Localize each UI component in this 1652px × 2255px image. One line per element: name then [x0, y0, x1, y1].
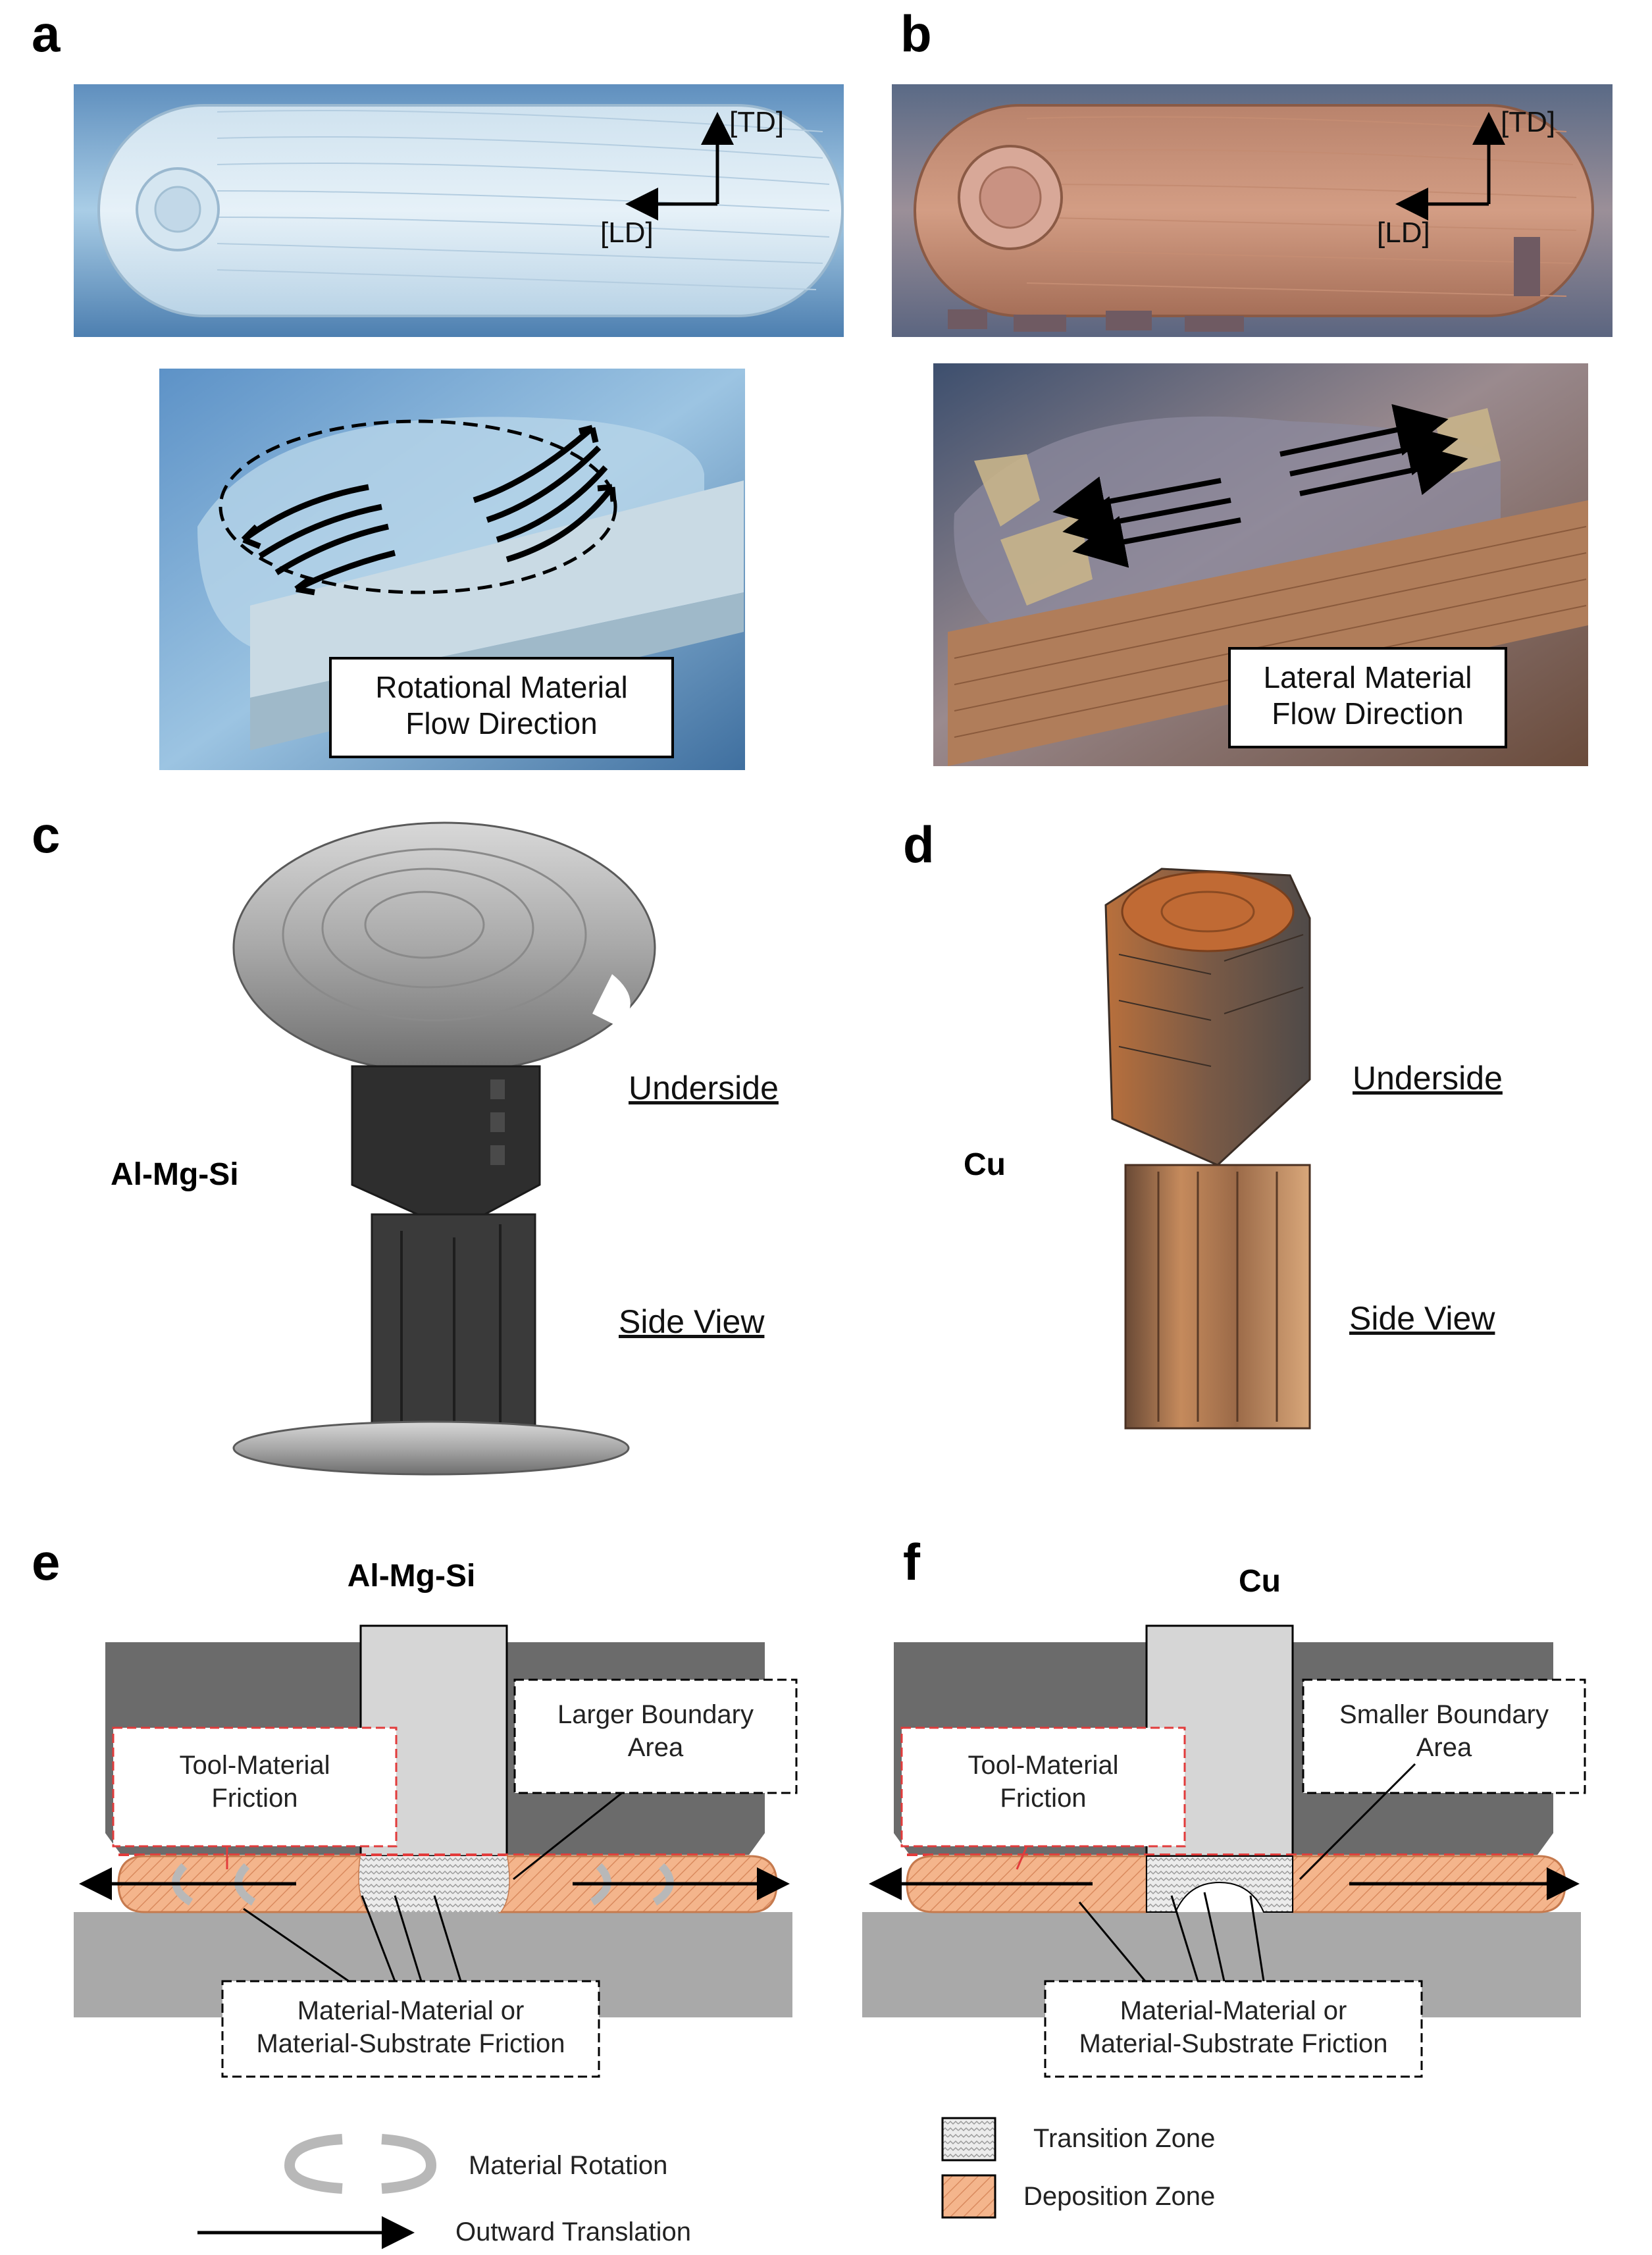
legend-transition-zone: Transition Zone [1033, 2124, 1215, 2153]
ld-label-a: [LD] [600, 217, 654, 249]
photo-al-flow: Rotational Material Flow Direction [159, 369, 745, 770]
panel-letter-f: f [903, 1533, 921, 1591]
panel-c: c Al-Mg [32, 806, 779, 1476]
photo-al-specimen [232, 821, 656, 1476]
underside-label-c: Underside [629, 1070, 779, 1106]
panel-letter-c: c [32, 806, 60, 864]
panel-e: e Al-Mg-Si [32, 1533, 798, 2078]
bottom-box-f-line1: Material-Material or [1120, 1996, 1347, 2025]
photo-cu-specimen [1104, 868, 1311, 1430]
sideview-label-d: Side View [1349, 1300, 1495, 1337]
legend-deposition-swatch [941, 2174, 996, 2219]
title-e: Al-Mg-Si [348, 1559, 476, 1594]
legend-transition-swatch [941, 2117, 996, 2162]
axes-a: [TD] [LD] [600, 106, 784, 249]
td-label-a: [TD] [729, 106, 784, 138]
photo-cu-flow: Lateral Material Flow Direction [933, 363, 1588, 766]
panel-f: f Cu Tool-Material Friction Smaller Boun… [862, 1533, 1586, 2078]
underside-label-d: Underside [1353, 1060, 1503, 1097]
friction-box-f-line1: Tool-Material [968, 1751, 1119, 1780]
material-label-c: Al-Mg-Si [111, 1157, 239, 1192]
panel-letter-b: b [900, 5, 932, 63]
boundary-box-e-line1: Larger Boundary [557, 1700, 754, 1729]
friction-box-e-line2: Friction [211, 1784, 297, 1813]
panel-letter-d: d [903, 816, 935, 873]
callout-a-line2: Flow Direction [405, 706, 597, 740]
panel-letter-e: e [32, 1533, 60, 1591]
friction-box-e-line1: Tool-Material [180, 1751, 330, 1780]
legend-deposition-zone: Deposition Zone [1023, 2182, 1215, 2211]
photo-cu-track [892, 84, 1613, 337]
panel-d: d Cu Underside Side View [903, 816, 1503, 1430]
legend-outward-translation: Outward Translation [455, 2217, 691, 2246]
callout-b-line1: Lateral Material [1263, 660, 1472, 694]
photo-al-track [74, 84, 844, 337]
sideview-label-c: Side View [619, 1303, 765, 1340]
bottom-box-f-line2: Material-Substrate Friction [1079, 2029, 1387, 2058]
callout-a-line1: Rotational Material [375, 670, 628, 704]
legend: Material Rotation Outward Translation Tr… [197, 2117, 1215, 2249]
panel-b: b [TD] [892, 5, 1613, 766]
td-label-b: [TD] [1501, 106, 1555, 138]
panel-a: a [TD] [LD] [32, 5, 844, 770]
callout-b-line2: Flow Direction [1272, 696, 1463, 731]
panel-letter-a: a [32, 5, 61, 63]
diagram-f: Tool-Material Friction Smaller Boundary … [862, 1624, 1586, 2078]
title-f: Cu [1239, 1564, 1281, 1599]
legend-material-rotation: Material Rotation [469, 2151, 667, 2180]
boundary-box-f-line2: Area [1416, 1733, 1472, 1762]
bottom-box-e-line1: Material-Material or [297, 1996, 525, 2025]
material-label-d: Cu [964, 1147, 1006, 1182]
ld-label-b: [LD] [1377, 217, 1430, 249]
bottom-box-e-line2: Material-Substrate Friction [256, 2029, 565, 2058]
diagram-e: Tool-Material Friction Larger Boundary A… [74, 1624, 798, 2078]
boundary-box-f-line1: Smaller Boundary [1339, 1700, 1549, 1729]
friction-box-f-line2: Friction [1000, 1784, 1086, 1813]
boundary-box-e-line2: Area [628, 1733, 684, 1762]
axes-b: [TD] [LD] [1377, 106, 1555, 249]
legend-rotation-icon [284, 2134, 437, 2194]
